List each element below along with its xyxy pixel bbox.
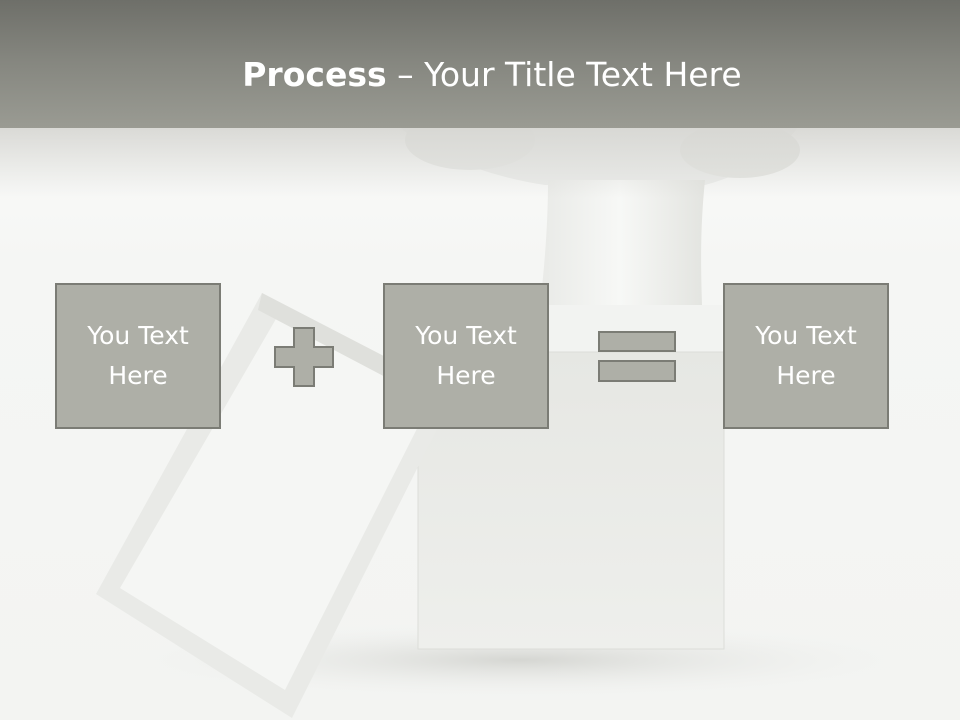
process-box-3-line1: You Text [755, 321, 857, 350]
title-bar [0, 0, 960, 128]
process-box-2-line2: Here [436, 361, 496, 390]
title-rest: – Your Title Text Here [386, 55, 742, 94]
title-bar-fade [0, 128, 960, 198]
title-bold: Process [242, 55, 387, 94]
equals-icon [598, 331, 676, 382]
plus-icon [274, 327, 334, 387]
process-box-2[interactable]: You Text Here [383, 283, 549, 429]
process-box-2-line1: You Text [415, 321, 517, 350]
process-box-3-line2: Here [776, 361, 836, 390]
slide-title[interactable]: Process – Your Title Text Here [0, 52, 960, 98]
process-box-1-line2: Here [108, 361, 168, 390]
process-box-1[interactable]: You Text Here [55, 283, 221, 429]
process-box-1-line1: You Text [87, 321, 189, 350]
process-box-3[interactable]: You Text Here [723, 283, 889, 429]
